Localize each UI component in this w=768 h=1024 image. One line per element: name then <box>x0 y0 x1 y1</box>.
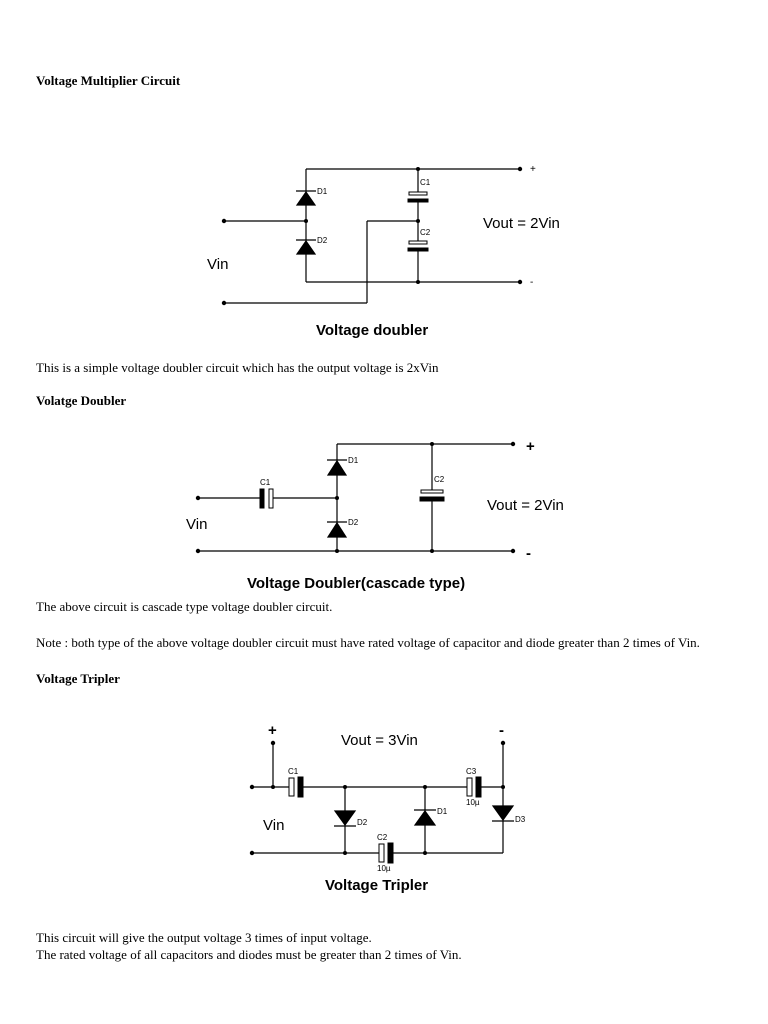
paragraph: This is a simple voltage doubler circuit… <box>36 360 439 375</box>
label-c2: C2 <box>434 475 445 484</box>
note-paragraph: Note : both type of the above voltage do… <box>36 635 700 650</box>
label-d1: D1 <box>317 187 328 196</box>
label-d2: D2 <box>357 818 368 827</box>
section-heading: Volatge Doubler <box>36 393 127 408</box>
section-heading: Voltage Tripler <box>36 671 120 686</box>
label-minus: - <box>526 545 531 562</box>
label-c3: C3 <box>466 767 477 776</box>
label-c1: C1 <box>260 478 271 487</box>
label-plus: + <box>526 438 535 455</box>
label-vout: Vout = 3Vin <box>341 732 418 749</box>
label-minus: - <box>530 277 533 288</box>
diagram-caption: Voltage doubler <box>316 322 428 339</box>
label-c3-value: 10µ <box>466 798 480 807</box>
label-c2: C2 <box>377 833 388 842</box>
paragraph: The rated voltage of all capacitors and … <box>36 947 462 962</box>
diagram-caption: Voltage Doubler(cascade type) <box>247 575 465 592</box>
page-title: Voltage Multiplier Circuit <box>36 73 181 88</box>
paragraph: This circuit will give the output voltag… <box>36 930 372 945</box>
label-c2: C2 <box>420 228 431 237</box>
label-vout: Vout = 2Vin <box>483 215 560 232</box>
label-plus: + <box>268 722 277 739</box>
label-vin: Vin <box>186 516 207 533</box>
label-c1: C1 <box>420 178 431 187</box>
label-d1: D1 <box>348 456 359 465</box>
label-d2: D2 <box>317 236 328 245</box>
label-vin: Vin <box>207 256 228 273</box>
label-c2-value: 10µ <box>377 864 391 873</box>
label-d3: D3 <box>515 815 526 824</box>
label-c1: C1 <box>288 767 299 776</box>
label-vout: Vout = 2Vin <box>487 497 564 514</box>
label-vin: Vin <box>263 817 284 834</box>
label-d1: D1 <box>437 807 448 816</box>
diagram-caption: Voltage Tripler <box>325 877 428 894</box>
label-minus: - <box>499 722 504 739</box>
paragraph: The above circuit is cascade type voltag… <box>36 599 333 614</box>
label-d2: D2 <box>348 518 359 527</box>
label-plus: + <box>530 164 536 175</box>
